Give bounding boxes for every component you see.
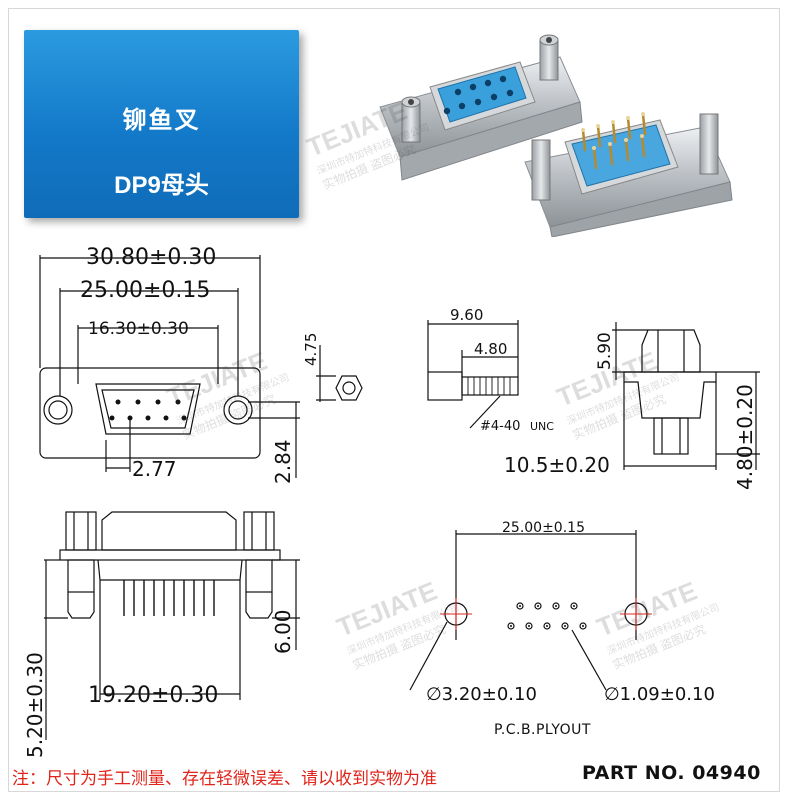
dim-pin-hole: ∅1.09±0.10 [604,684,715,705]
front-view [39,255,300,478]
dim-shell-width: 16.30±0.30 [88,319,189,339]
title-panel: 铆鱼叉 DP9母头 [24,30,299,218]
dim-base-height: 5.20±0.30 [23,652,47,758]
dim-mount-hole: ∅3.20±0.10 [426,684,537,705]
part-number: PART NO. 04940 [582,762,761,784]
pcb-pin-holes [507,602,587,630]
dim-pin-length: 6.00 [271,609,295,654]
dim-bottom-width: 19.20±0.30 [88,683,218,708]
male-connector-photo [524,112,733,237]
dim-nut-size: 4.75 [302,333,320,366]
dim-pin-pitch: 2.77 [132,457,177,481]
side-view [612,322,760,470]
nut-view [316,345,363,402]
dim-side-bottom: 10.5±0.20 [504,453,610,477]
dim-row-spacing: 2.84 [271,439,295,484]
pcb-layout-view [409,530,648,691]
dim-overall-width: 30.80±0.30 [86,245,216,270]
dim-side-top: 5.90 [595,332,615,370]
product-subtitle: DP9母头 [114,172,209,199]
dim-screw-thread: 4.80 [474,340,507,358]
page-frame [8,8,780,792]
female-connector-photo [379,34,583,181]
thread-unit: UNC [530,420,554,433]
pcb-center-marks [440,598,652,630]
thread-label: #4-40 [480,419,520,434]
measurement-note: 注：尺寸为手工测量、存在轻微误差、请以收到实物为准 [12,769,437,788]
bottom-view [44,511,300,740]
pcb-pin-centers [510,605,584,627]
screw-view [427,320,519,429]
product-photo [379,34,733,237]
product-title: 铆鱼叉 [122,107,201,134]
dim-pcb-pitch: 25.00±0.15 [502,520,585,536]
dim-mount-spacing: 25.00±0.15 [80,278,210,303]
dim-side-height: 4.80±0.20 [733,384,757,490]
pcb-caption: P.C.B.PLYOUT [494,722,591,738]
dim-screw-total: 9.60 [450,306,483,324]
